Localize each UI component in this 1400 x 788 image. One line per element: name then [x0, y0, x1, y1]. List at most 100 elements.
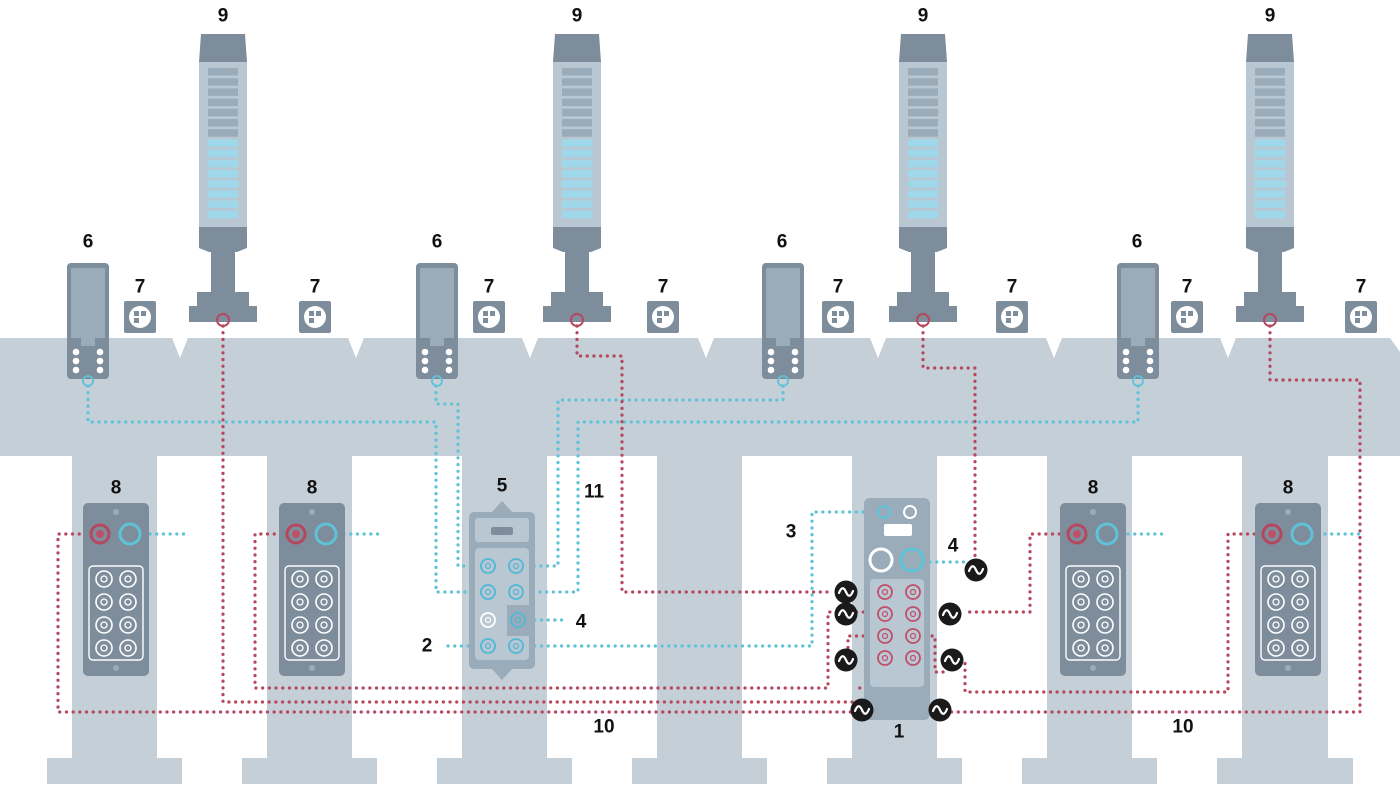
data-cable — [526, 510, 872, 648]
io-port — [119, 616, 137, 634]
power-port — [216, 313, 230, 327]
port-frame — [1065, 565, 1121, 661]
io-port-pin — [1077, 598, 1085, 606]
ac-wave — [837, 609, 855, 619]
power-port-center — [1073, 530, 1081, 538]
power-port-pin — [881, 588, 889, 596]
io-port-pin — [484, 588, 492, 596]
data-port — [777, 375, 789, 387]
module-housing — [83, 503, 149, 676]
qr-cell — [1355, 311, 1360, 316]
light-segment — [908, 149, 938, 158]
mount-tab — [491, 501, 513, 513]
qr-cell — [839, 311, 844, 316]
module-label: 8 — [1282, 477, 1294, 499]
stack-light-mast — [1258, 252, 1282, 292]
io-port — [315, 639, 333, 657]
power-port — [916, 313, 930, 327]
reader-label: 7 — [1006, 276, 1018, 298]
conveyor-foot — [242, 758, 377, 784]
qr-cell — [316, 311, 321, 316]
light-segment — [1255, 139, 1285, 147]
sensor-face — [766, 268, 800, 346]
io-port-pin — [1296, 644, 1304, 652]
io-port-pin — [1101, 621, 1109, 629]
light-segment — [562, 68, 592, 76]
power-cable — [921, 324, 977, 560]
light-segment — [562, 180, 592, 188]
qr-code-icon — [996, 301, 1028, 333]
io-port — [291, 593, 309, 611]
power-port — [285, 523, 307, 545]
qr-cell — [141, 311, 146, 316]
ac-wave — [931, 705, 949, 715]
light-segment — [908, 108, 938, 117]
reader-label: 7 — [1181, 276, 1193, 298]
qr-code-icon — [1345, 301, 1377, 333]
io-port — [1096, 639, 1114, 657]
io-port — [1267, 593, 1285, 611]
light-segment — [908, 68, 938, 76]
io-port-pin — [1077, 644, 1085, 652]
light-segment — [562, 108, 592, 117]
qr-code-icon — [124, 301, 156, 333]
led — [767, 357, 775, 365]
led — [72, 357, 80, 365]
led — [421, 348, 429, 356]
led — [72, 348, 80, 356]
io-port — [480, 558, 496, 574]
hub-label: 1 — [893, 721, 905, 743]
module-label: 8 — [306, 477, 318, 499]
stack-light-base-top — [553, 227, 601, 252]
io-port — [315, 570, 333, 588]
light-segment — [1255, 129, 1285, 137]
data-cable — [86, 384, 482, 594]
conveyor-beam — [0, 338, 1400, 456]
light-segment — [208, 108, 238, 117]
power-port-pin — [881, 654, 889, 662]
sensor-icon — [67, 263, 109, 387]
power-port — [1261, 523, 1283, 545]
led — [1122, 357, 1130, 365]
qr-code-icon — [299, 301, 331, 333]
light-segment — [1255, 68, 1285, 76]
qr-cell — [832, 318, 837, 323]
io-port-pin — [124, 598, 132, 606]
light-segment — [908, 200, 938, 209]
io-port-pin — [124, 575, 132, 583]
io-port-pin — [1101, 644, 1109, 652]
light-segment — [908, 119, 938, 127]
io-port-pin — [320, 575, 328, 583]
sensor-icon — [762, 263, 804, 387]
light-segment — [208, 88, 238, 96]
reader-label: 7 — [134, 276, 146, 298]
light-segment — [562, 149, 592, 158]
ac-wave-icon — [928, 698, 952, 722]
conveyor-foot — [827, 758, 962, 784]
light-segment — [562, 190, 592, 198]
label-plate — [884, 524, 912, 536]
stack-light-icon — [543, 34, 611, 327]
io-port-pin — [296, 575, 304, 583]
io-port — [95, 593, 113, 611]
io-port-pin — [124, 644, 132, 652]
stack-light-icon — [1236, 34, 1304, 327]
power-port — [877, 584, 893, 600]
io-port-pin — [1272, 644, 1280, 652]
io-port-pin — [100, 621, 108, 629]
reader-lens — [129, 306, 151, 328]
io-port — [1096, 570, 1114, 588]
io-port — [480, 638, 496, 654]
power-port — [877, 628, 893, 644]
io-port-pin — [484, 562, 492, 570]
stack-light-icon — [189, 34, 257, 327]
power-cable — [221, 324, 860, 704]
data-port — [314, 522, 338, 546]
light-segment — [562, 129, 592, 137]
led — [767, 348, 775, 356]
junction-label: 5 — [496, 475, 508, 497]
sensor-face — [420, 268, 454, 346]
light-segment — [562, 78, 592, 86]
light-segment — [1255, 78, 1285, 86]
light-segment — [562, 210, 592, 219]
